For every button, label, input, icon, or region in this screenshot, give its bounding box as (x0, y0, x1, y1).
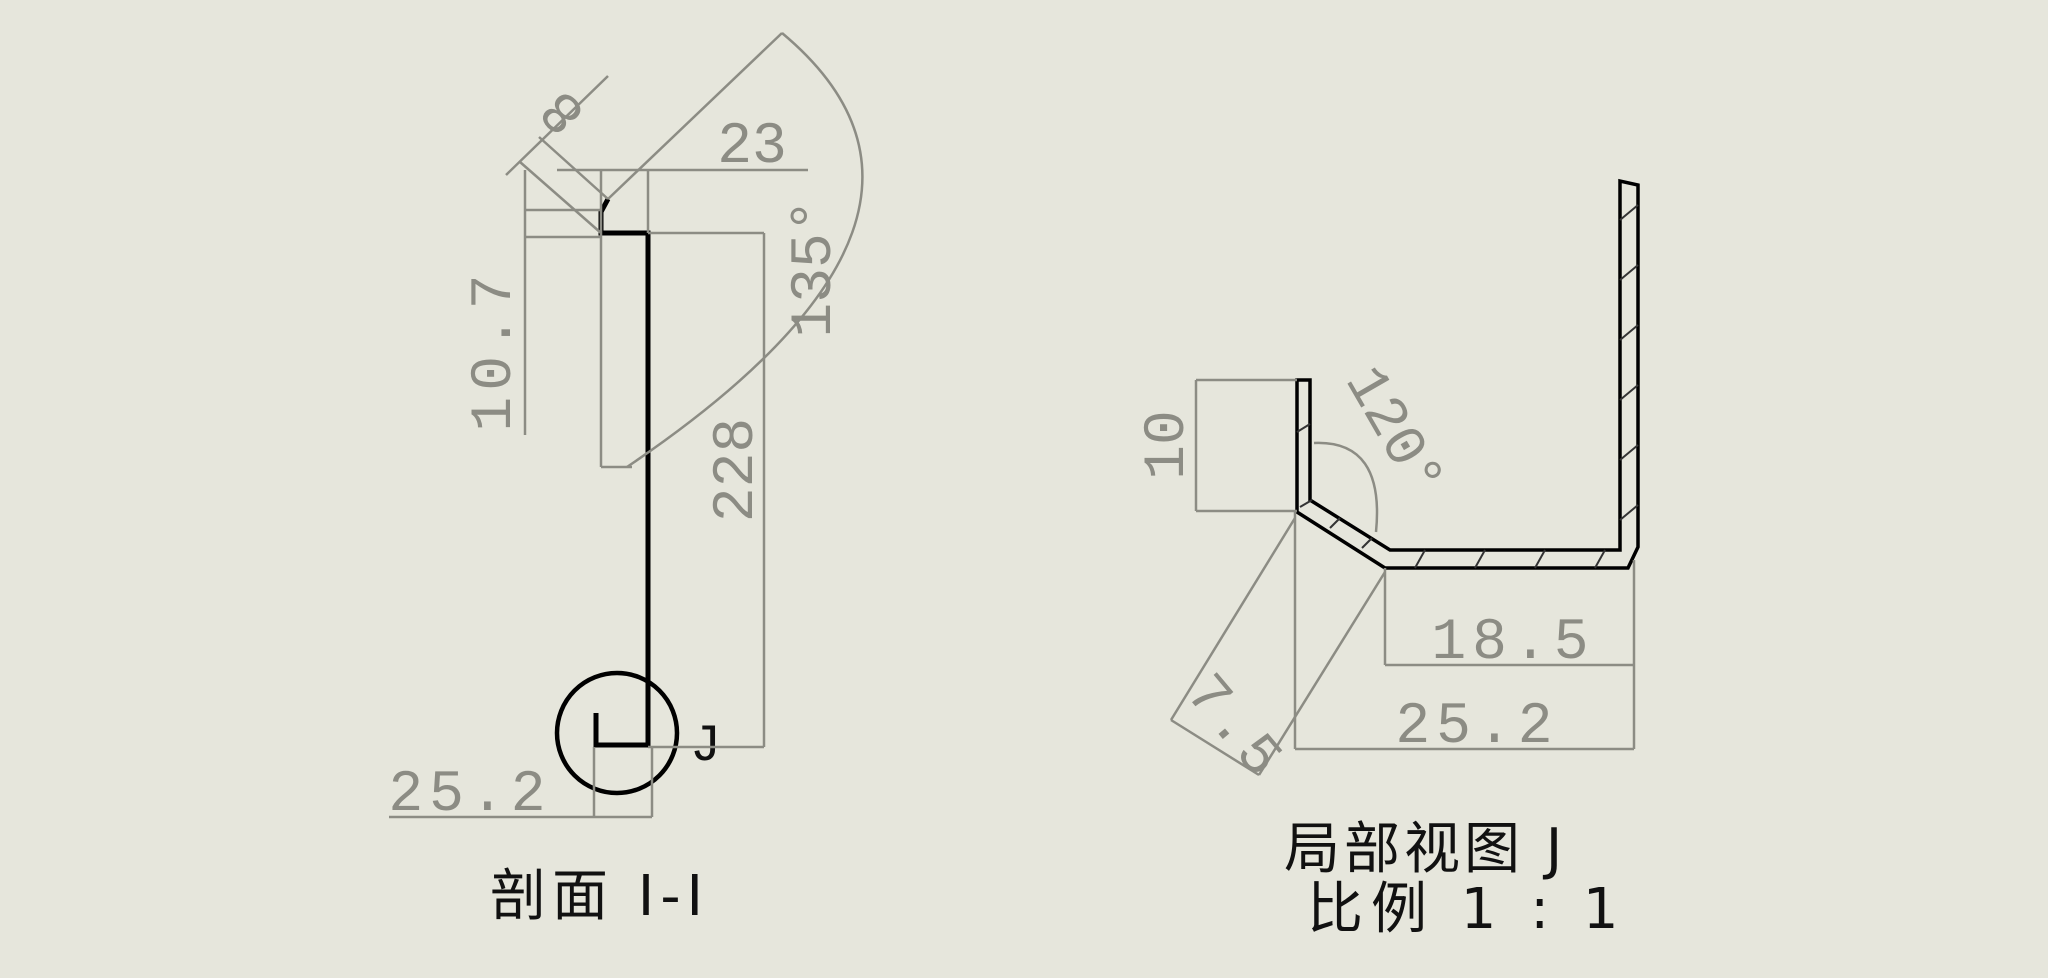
dimension-7-5: 7.5 (1169, 517, 1387, 794)
detail-circle (554, 670, 680, 796)
dim-text-10: 10 (1136, 410, 1201, 480)
dimension-25-2-section: 25.2 (388, 747, 654, 828)
section-view: J 8 23 135° 10.7 (388, 32, 864, 929)
section-profile (593, 197, 651, 748)
dim-text-228: 228 (705, 418, 770, 522)
dimension-135deg: 135° (601, 32, 864, 469)
detail-view-scale: 比例 1 : 1 (1307, 877, 1627, 942)
section-hatching (1296, 204, 1639, 569)
dim-text-18-5: 18.5 (1431, 611, 1594, 676)
dimension-120deg: 120° (1313, 356, 1456, 533)
detail-view-title: 局部视图 J (1284, 817, 1566, 882)
dimension-25-2-detail: 25.2 (1293, 511, 1634, 760)
dim-text-7-5: 7.5 (1171, 663, 1296, 794)
dim-text-10-7: 10.7 (463, 268, 528, 431)
dimension-228: 228 (648, 231, 770, 749)
dimension-18-5: 18.5 (1383, 560, 1636, 749)
dimension-10: 10 (1136, 378, 1297, 513)
dim-text-25-2-section: 25.2 (388, 763, 551, 828)
dimension-10-7: 10.7 (463, 170, 601, 435)
dimension-23: 23 (557, 115, 808, 467)
detail-view: 10 120° 18.5 25.2 7.5 局部视图 J 比例 1 : 1 (1136, 178, 1640, 942)
dim-text-23: 23 (717, 115, 787, 180)
dim-text-8: 8 (529, 75, 600, 146)
section-view-title: 剖面 I-I (490, 864, 709, 929)
dim-text-25-2-detail: 25.2 (1395, 695, 1558, 760)
dim-text-120deg: 120° (1330, 356, 1456, 509)
detail-profile (1295, 178, 1640, 570)
dim-text-135deg: 135° (783, 198, 848, 337)
